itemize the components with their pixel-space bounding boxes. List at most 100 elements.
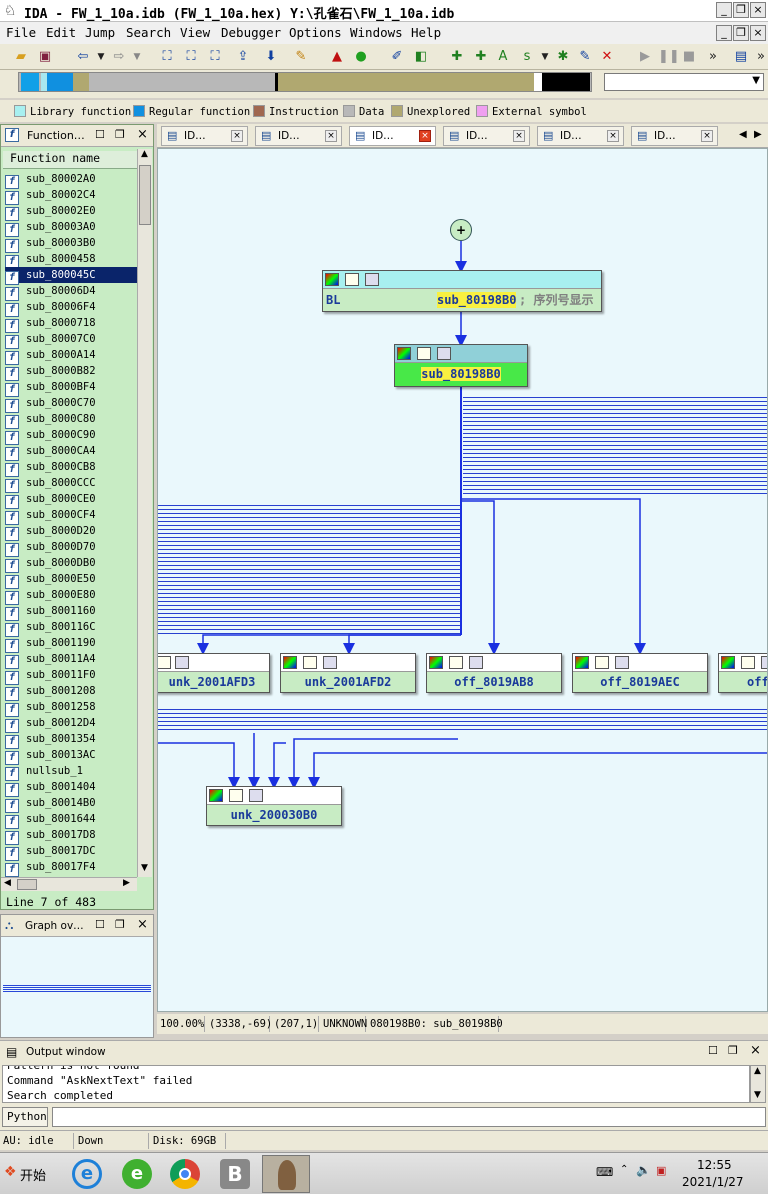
- panel-restore-icon[interactable]: ❐: [115, 128, 125, 141]
- node-rename-icon[interactable]: [741, 656, 755, 669]
- close-icon[interactable]: ×: [231, 130, 243, 142]
- close-icon[interactable]: ×: [513, 130, 525, 142]
- panel-close-icon[interactable]: ×: [750, 1043, 761, 1058]
- tab-scroll-right-icon[interactable]: ▶: [754, 129, 762, 140]
- node-rename-icon[interactable]: [449, 656, 463, 669]
- pause-icon[interactable]: ❚❚: [658, 49, 680, 64]
- close-icon[interactable]: ×: [607, 130, 619, 142]
- output-log[interactable]: Pattern is not found Command "AskNextTex…: [2, 1065, 750, 1103]
- panel-restore-icon[interactable]: ❐: [115, 918, 125, 931]
- menu-view[interactable]: View: [180, 25, 211, 40]
- add-data-icon[interactable]: ✚: [475, 49, 487, 64]
- open-icon[interactable]: ▰: [16, 49, 26, 64]
- mdi-minimize-button[interactable]: _: [716, 25, 732, 41]
- restore-button[interactable]: ❐: [733, 2, 749, 18]
- close-icon[interactable]: ×: [701, 130, 713, 142]
- panel-close-icon[interactable]: ×: [137, 917, 148, 932]
- hscroll-thumb[interactable]: [17, 879, 37, 890]
- close-button[interactable]: ×: [750, 2, 766, 18]
- tray-expand-icon[interactable]: ⌃: [620, 1164, 629, 1175]
- menu-edit[interactable]: Edit: [46, 25, 77, 40]
- graph-view[interactable]: + BL sub_80198B0 ; 序列号显示 sub_80198B0 un: [157, 148, 768, 1012]
- scroll-up-icon[interactable]: ▲: [141, 149, 148, 159]
- stop-debug-icon[interactable]: ■: [682, 49, 696, 64]
- node-color-icon[interactable]: [429, 656, 443, 669]
- mdi-close-button[interactable]: ×: [750, 25, 766, 41]
- more-icon[interactable]: »: [709, 49, 717, 64]
- run-icon[interactable]: ●: [355, 49, 367, 64]
- menu-debugger[interactable]: Debugger: [221, 25, 282, 40]
- node-color-icon[interactable]: [721, 656, 735, 669]
- network-icon[interactable]: ▣: [656, 1164, 667, 1177]
- tab-ida-view-5[interactable]: ▤ID…×: [537, 126, 624, 146]
- graph-node-bl[interactable]: BL sub_80198B0 ; 序列号显示: [322, 270, 602, 312]
- edit-icon[interactable]: ✐: [391, 49, 403, 64]
- functions-hscrollbar[interactable]: ◀ ▶: [1, 877, 137, 891]
- b-app-icon[interactable]: B: [220, 1159, 250, 1189]
- struct-dropdown-icon[interactable]: ▼: [541, 52, 549, 62]
- search-text-icon[interactable]: ⛶: [162, 49, 172, 64]
- node-color-icon[interactable]: [283, 656, 297, 669]
- play-icon[interactable]: ▶: [640, 49, 650, 64]
- segment-dropdown[interactable]: ▼: [604, 73, 764, 91]
- panel-restore-icon[interactable]: ❐: [728, 1044, 738, 1057]
- node-rename-icon[interactable]: [345, 273, 359, 286]
- panel-minimize-icon[interactable]: ☐: [95, 918, 105, 931]
- panel-close-icon[interactable]: ×: [137, 127, 148, 142]
- search-immediate-icon[interactable]: ⛶: [210, 49, 220, 64]
- panel-minimize-icon[interactable]: ☐: [95, 128, 105, 141]
- tab-ida-view-4[interactable]: ▤ID…×: [443, 126, 530, 146]
- scroll-down-icon[interactable]: ▼: [141, 863, 148, 873]
- jump-icon[interactable]: ⇪: [237, 49, 249, 64]
- node-rename-icon[interactable]: [595, 656, 609, 669]
- tab-scroll-left-icon[interactable]: ◀: [739, 129, 747, 140]
- scroll-right-icon[interactable]: ▶: [123, 878, 130, 888]
- keyboard-icon[interactable]: ⌨: [596, 1165, 614, 1179]
- back-dropdown-icon[interactable]: ▼: [97, 52, 105, 62]
- more2-icon[interactable]: »: [757, 49, 765, 64]
- node-collapse-icon[interactable]: [175, 656, 189, 669]
- chrome-icon[interactable]: [170, 1159, 200, 1189]
- graph-node-unk-200030b0[interactable]: unk_200030B0: [206, 786, 342, 826]
- help-icon[interactable]: ▤: [734, 49, 748, 64]
- clock-date[interactable]: 2021/1/27: [682, 1175, 744, 1189]
- graph-node-off-8019ab8[interactable]: off_8019AB8: [426, 653, 562, 693]
- ie-browser-icon[interactable]: e: [72, 1159, 102, 1189]
- functions-vscrollbar[interactable]: ▲ ▼: [137, 149, 152, 877]
- tab-ida-view-6[interactable]: ▤ID…×: [631, 126, 718, 146]
- minimize-button[interactable]: _: [716, 2, 732, 18]
- close-icon[interactable]: ×: [419, 130, 431, 142]
- node-collapse-icon[interactable]: [437, 347, 451, 360]
- scroll-left-icon[interactable]: ◀: [4, 878, 11, 888]
- node-collapse-icon[interactable]: [469, 656, 483, 669]
- delete-icon[interactable]: ✕: [601, 49, 613, 64]
- menu-help[interactable]: Help: [411, 25, 442, 40]
- entry-point-marker[interactable]: +: [450, 219, 472, 241]
- graph-node-sub-80198b0[interactable]: sub_80198B0: [394, 344, 528, 387]
- node-operand[interactable]: sub_80198B0: [437, 292, 517, 308]
